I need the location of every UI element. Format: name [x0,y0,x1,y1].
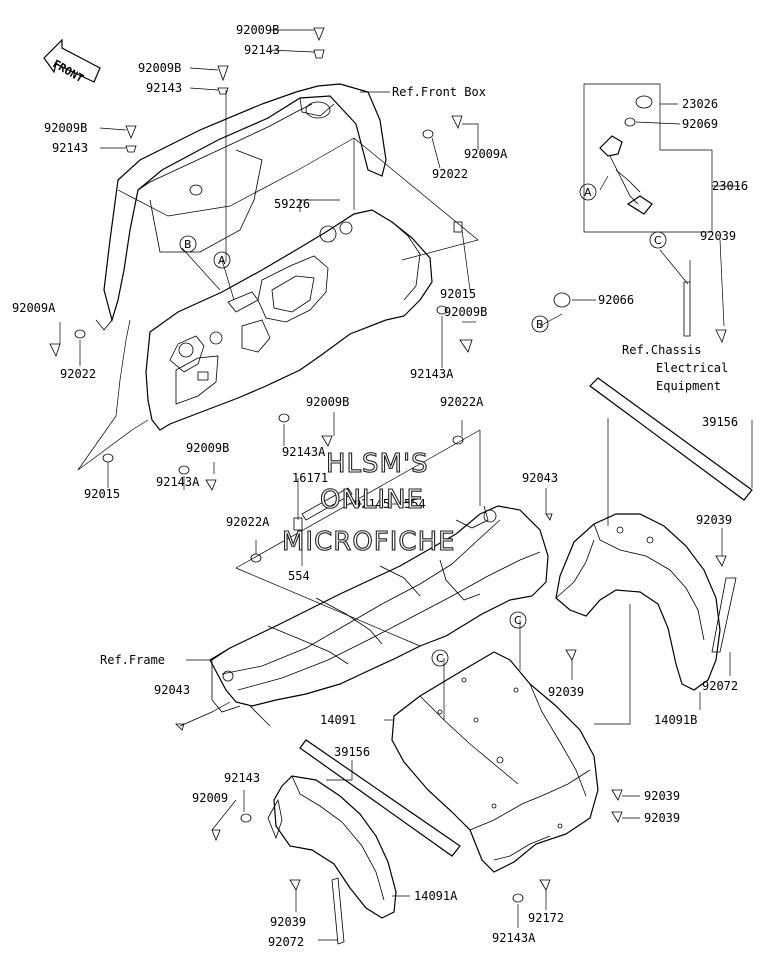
front-arrow-label: FRONT [51,57,87,85]
label-23026: 23026 [682,97,718,111]
label-92009b-2: 92009B [138,61,181,75]
label-92009b-5: 92009B [306,395,349,409]
label-ref-front-box: Ref.Front Box [392,85,486,99]
dashboard-panel [145,209,433,431]
label-92072-bottom: 92072 [268,935,304,949]
label-14091a: 14091A [414,889,458,903]
label-92143-lower: 92143 [224,771,260,785]
label-92022-left: 92022 [60,367,96,381]
label-92009b-top: 92009B [236,23,279,37]
callout-c-2: C [509,611,527,629]
callout-b-2: B [531,315,549,333]
label-92009a-right: 92009A [464,147,508,161]
label-92072-right: 92072 [702,679,738,693]
label-92145: 92145 [354,497,390,511]
svg-text:ONLINE: ONLINE [320,485,424,515]
front-arrow-icon: FRONT [43,38,101,85]
svg-text:A: A [218,254,226,267]
label-39156-lower: 39156 [334,745,370,759]
weather-strip-lower [299,739,461,857]
callout-a-2: A [579,183,597,201]
rear-fender-right [555,513,737,691]
label-ref-chassis: Ref.Chassis [622,343,701,357]
callout-c-3: C [431,649,449,667]
label-ref-frame: Ref.Frame [100,653,165,667]
fasteners [49,27,727,903]
label-92039-lower-1: 92039 [644,789,680,803]
label-59226: 59226 [274,197,310,211]
weather-strip-upper [589,377,753,501]
cover-outline-lines [77,90,479,471]
label-554-right: 554 [404,497,426,511]
label-92143-top: 92143 [244,43,280,57]
label-92039-bottom: 92039 [270,915,306,929]
label-92143-2: 92143 [146,81,182,95]
svg-text:A: A [584,186,592,199]
svg-text:B: B [536,318,544,331]
label-92009a-left: 92009A [12,301,56,315]
label-92039-upper: 92039 [700,229,736,243]
frame-assembly [209,505,549,727]
label-14091b: 14091B [654,713,697,727]
label-92009b-4: 92009B [444,305,487,319]
label-14091: 14091 [320,713,356,727]
floor-panel [391,651,599,873]
label-92143a-bottom: 92143A [492,931,536,945]
label-92009-lower: 92009 [192,791,228,805]
svg-text:C: C [514,614,522,627]
svg-text:C: C [436,652,444,665]
label-92009b-3: 92009B [44,121,87,135]
label-92022-right: 92022 [432,167,468,181]
label-16171: 16171 [292,471,328,485]
svg-text:MICROFICHE: MICROFICHE [282,527,456,557]
label-electrical: Electrical [656,361,728,375]
label-92069: 92069 [682,117,718,131]
callout-a-1: A [213,251,231,269]
label-92039-right: 92039 [696,513,732,527]
leader-lines [59,29,753,941]
label-92015-right: 92015 [440,287,476,301]
label-92022a-1: 92022A [440,395,484,409]
label-23016: 23016 [712,179,748,193]
label-92039-mid: 92039 [548,685,584,699]
rear-fender-left [267,775,397,945]
label-92143a-3: 92143A [156,475,200,489]
svg-text:HLSM'S: HLSM'S [326,449,429,479]
label-92039-lower-2: 92039 [644,811,680,825]
label-92009b-6: 92009B [186,441,229,455]
label-92015-left: 92015 [84,487,120,501]
label-92172: 92172 [528,911,564,925]
label-92143a-2: 92143A [282,445,326,459]
label-92043-lower: 92043 [154,683,190,697]
label-554-left: 554 [288,569,310,583]
label-92066: 92066 [598,293,634,307]
watermark: HLSM'S ONLINE MICROFICHE [281,448,456,557]
upper-cover-panel [95,83,387,331]
label-equipment: Equipment [656,379,721,393]
label-92143-3: 92143 [52,141,88,155]
part-labels: 92009B 92143 92009B 92143 Ref.Front Box … [12,23,748,949]
svg-text:B: B [184,238,192,251]
label-92043-upper: 92043 [522,471,558,485]
label-92022a-2: 92022A [226,515,270,529]
callout-b-1: B [179,235,197,253]
label-39156-upper: 39156 [702,415,738,429]
label-92143a-1: 92143A [410,367,454,381]
socket-harness [583,83,713,233]
callout-c-1: C [649,231,667,249]
svg-text:C: C [654,234,662,247]
